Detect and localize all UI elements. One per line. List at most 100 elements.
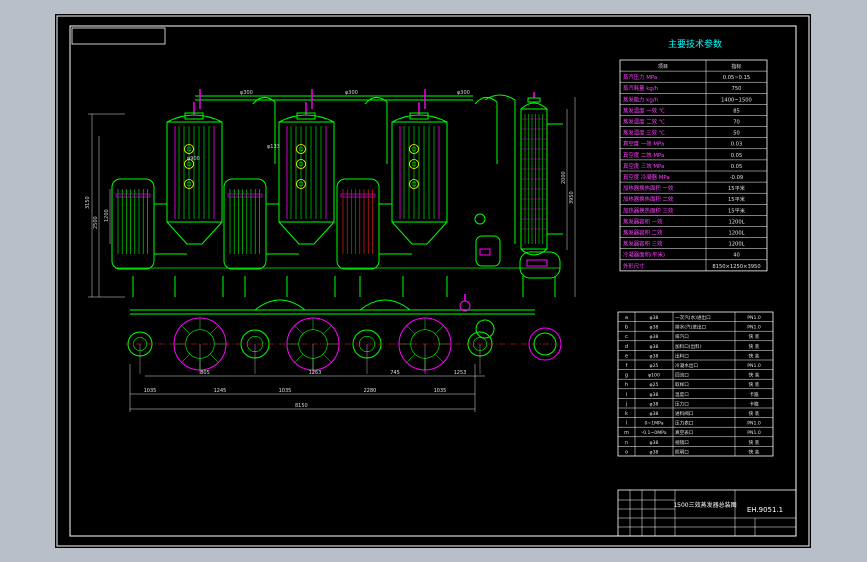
params-row-label: 真空度 冷凝器 MPa <box>623 173 670 181</box>
params-row-value: 1200L <box>728 242 744 248</box>
inner-frame <box>69 25 797 537</box>
plan-unit-4 <box>286 317 340 374</box>
evaporator-effect-1 <box>111 102 223 270</box>
plan-sub-dim: 1253 <box>454 370 467 376</box>
nozzle-mark: b <box>625 325 628 331</box>
dim-plan-total: 8150 <box>295 403 308 409</box>
params-row-value: 0.05 <box>731 153 743 159</box>
plan-segment-dim: 1245 <box>214 388 227 394</box>
params-row-label: 外形尺寸 <box>623 262 645 270</box>
nozzle-size: φ38 <box>650 334 659 340</box>
params-row-label: 真空度 二效 MPa <box>623 151 664 159</box>
nozzle-purpose: 真空表口 <box>675 429 694 436</box>
nozzle-standard: 快 装 <box>749 439 760 446</box>
nozzle-size: φ38 <box>650 325 659 331</box>
dim-top-nozzle: φ300 <box>240 90 253 96</box>
nozzle-mark: j <box>625 401 627 407</box>
nozzle-mark: a <box>625 315 628 321</box>
nozzle-purpose: 加料口(出料) <box>675 343 702 350</box>
nozzle-mark: n <box>625 440 628 446</box>
params-row-label: 加热器换热面积 二效 <box>623 195 674 203</box>
dim-elevation-height: 3150 <box>85 196 91 209</box>
plan-unit-7 <box>467 331 493 374</box>
nozzle-size: φ25 <box>650 363 659 369</box>
nozzle-mark: g <box>625 373 628 379</box>
drawing-number: EH.9051.1 <box>747 506 783 514</box>
dim-condenser-total: 3950 <box>569 191 575 204</box>
nozzle-purpose: 压力口 <box>675 400 689 407</box>
params-row-value: 70 <box>733 120 740 126</box>
nozzle-standard: 卡箍 <box>749 400 759 407</box>
nozzle-size: φ38 <box>650 401 659 407</box>
nozzle-size: φ38 <box>650 411 659 417</box>
nozzle-standard: 卡箍 <box>749 391 759 398</box>
plan-sub-dim: 805 <box>200 370 210 376</box>
plan-segment-dim: 1035 <box>434 388 447 394</box>
nozzle-mark: h <box>625 382 628 388</box>
params-row-label: 冷凝器面积(平米) <box>623 251 665 259</box>
nozzle-standard: 快 装 <box>749 333 760 340</box>
params-row-label: 蒸汽耗量 kg/h <box>623 84 658 92</box>
plan-unit-3 <box>240 329 270 374</box>
params-row-label: 真空度 三效 MPa <box>623 162 664 170</box>
condenser <box>520 92 563 256</box>
nozzle-size: φ38 <box>650 353 659 359</box>
params-row-label: 蒸发温度 三效 ℃ <box>623 129 665 137</box>
evaporator-effect-2 <box>223 102 335 270</box>
params-row-label: 蒸发器容积 二效 <box>623 229 663 237</box>
nozzle-size: φ25 <box>650 382 659 388</box>
params-row-label: 蒸发温度 二效 ℃ <box>623 118 665 126</box>
nozzle-size: φ38 <box>650 392 659 398</box>
params-row-value: 0.05 <box>731 164 743 170</box>
dim-top-nozzle-3: φ300 <box>457 90 470 96</box>
nozzle-standard: 快 装 <box>749 352 760 359</box>
dim-vessel: φ900 <box>187 156 200 162</box>
nozzle-purpose: 出料口 <box>675 352 689 359</box>
elevation-view: 3150 2500 1200 2000 3950 φ300 φ300 φ300 … <box>85 89 576 298</box>
dim-pipe: φ133 <box>267 144 280 150</box>
evaporator-effect-3 <box>336 102 448 270</box>
params-row-label: 真空度 一效 MPa <box>623 140 664 148</box>
params-table-title: 主要技术参数 <box>668 38 722 50</box>
dim-elevation-height-2: 2500 <box>93 216 99 229</box>
nozzle-standard: PN1.0 <box>747 315 761 321</box>
nozzle-purpose: 取样口 <box>675 381 689 388</box>
code-box <box>71 27 166 45</box>
drawing-title: 1500三效蒸发器总装图 <box>673 501 736 509</box>
plan-segment-dim: 1035 <box>279 388 292 394</box>
nozzle-mark: d <box>625 344 628 350</box>
nozzle-standard: 快 装 <box>749 381 760 388</box>
params-row-label: 蒸发器容积 一效 <box>623 217 663 225</box>
params-row-value: 15平米 <box>728 184 746 192</box>
plan-unit-5 <box>352 329 382 374</box>
plan-segment-dim: 2280 <box>364 388 377 394</box>
params-row-value: 1200L <box>728 219 744 225</box>
dim-top-nozzle-2: φ300 <box>345 90 358 96</box>
plan-unit-2 <box>173 317 227 374</box>
params-row-label: 蒸汽压力 MPa <box>623 73 657 81</box>
receiver-tank <box>474 213 561 279</box>
params-row-value: 15平米 <box>728 206 746 214</box>
plan-segment-dim: 1035 <box>144 388 157 394</box>
params-row-label: 加热器换热面积 一效 <box>623 184 674 192</box>
nozzle-standard: PN1.0 <box>747 430 761 436</box>
params-header-item: 项目 <box>658 64 668 70</box>
params-row-value: 1200L <box>728 231 744 237</box>
nozzle-standard: 快 装 <box>749 372 760 379</box>
drawing-sheet: 3150 2500 1200 2000 3950 φ300 φ300 φ300 … <box>55 14 811 548</box>
params-row-value: 85 <box>733 108 740 114</box>
nozzle-size: -0.1~0MPa <box>641 430 666 436</box>
nozzle-mark: f <box>626 363 628 369</box>
title-block: 1500三效蒸发器总装图 EH.9051.1 <box>617 489 797 537</box>
nozzle-purpose: 视镜口 <box>675 439 689 446</box>
dim-condenser-height: 2000 <box>561 171 567 184</box>
plan-sub-dim: 1263 <box>309 370 322 376</box>
nozzle-standard: 快 装 <box>749 343 760 350</box>
outer-frame <box>56 15 810 547</box>
nozzle-mark: m <box>624 430 629 436</box>
engineering-drawing: 3150 2500 1200 2000 3950 φ300 φ300 φ300 … <box>56 15 810 547</box>
nozzle-mark: l <box>626 421 627 427</box>
nozzle-size: φ38 <box>650 449 659 455</box>
